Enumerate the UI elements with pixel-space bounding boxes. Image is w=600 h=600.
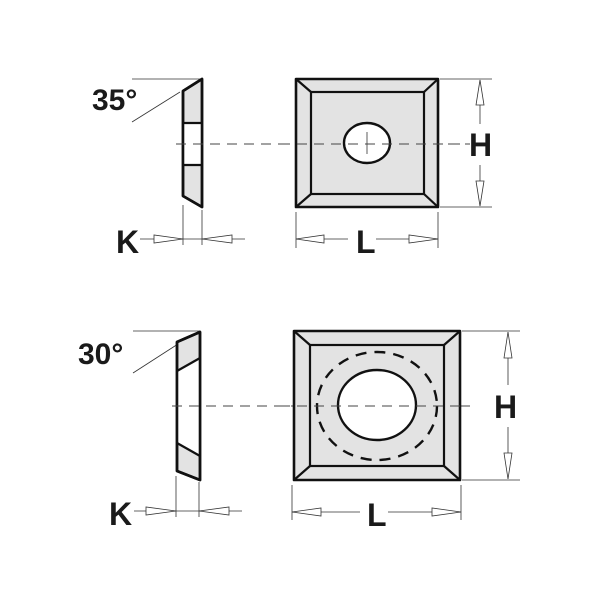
length-label: L (356, 224, 376, 260)
angle-label-35: 35° (92, 84, 137, 117)
top-insert-group: 35° (92, 77, 492, 260)
angle-reference-line (132, 343, 179, 374)
length-dimension: L (295, 212, 439, 260)
angle-label-30: 30° (78, 338, 123, 371)
height-label: H (469, 127, 492, 163)
arrow-right-icon (408, 234, 439, 244)
height-dimension: H (462, 330, 520, 481)
bottom-insert-group: 30° H (78, 329, 520, 533)
arrow-left-icon (295, 234, 325, 244)
arrow-up-icon (475, 79, 485, 106)
top-insert-side-view (181, 77, 204, 209)
height-label: H (494, 389, 517, 425)
thickness-label: K (116, 224, 139, 260)
arrow-right-icon (431, 507, 462, 517)
top-insert-front-view (280, 77, 470, 209)
thickness-label: K (109, 496, 132, 532)
arrow-left-icon (201, 234, 233, 244)
length-label: L (367, 497, 387, 533)
thickness-dimension: K (116, 205, 245, 260)
arrow-down-icon (475, 180, 485, 207)
bottom-insert-front-view (280, 329, 470, 482)
arrow-left-icon (291, 507, 322, 517)
arrow-down-icon (503, 452, 513, 480)
length-dimension: L (291, 485, 462, 533)
angle-reference-line (131, 91, 181, 123)
thickness-dimension: K (109, 476, 242, 532)
height-dimension: H (440, 78, 492, 208)
mounting-hole (336, 368, 418, 442)
arrow-right-icon (153, 234, 184, 244)
arrow-up-icon (503, 331, 513, 359)
arrow-left-icon (198, 506, 230, 516)
bottom-insert-side-view (175, 330, 202, 482)
arrow-right-icon (145, 506, 177, 516)
